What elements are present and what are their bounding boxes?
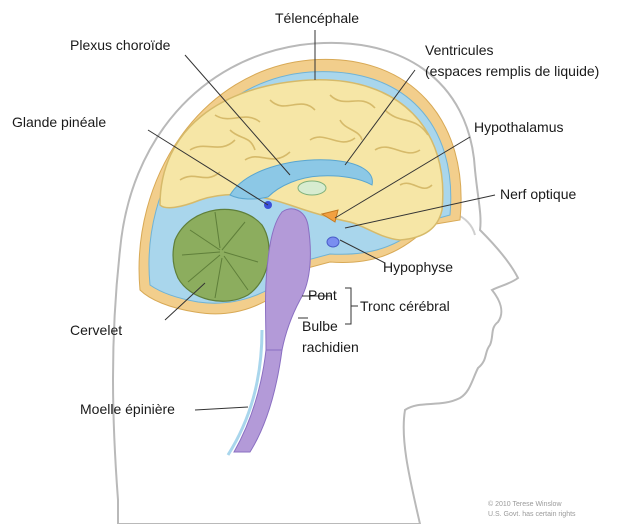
label-tronc-cerebral: Tronc cérébral	[360, 298, 450, 314]
copyright-line1: © 2010 Terese Winslow	[488, 500, 562, 508]
pituitary	[327, 237, 339, 247]
label-moelle-epiniere: Moelle épinière	[80, 401, 175, 417]
label-cervelet: Cervelet	[70, 322, 122, 338]
label-telencephale: Télencéphale	[275, 10, 359, 26]
copyright-line2: U.S. Govt. has certain rights	[488, 511, 576, 518]
label-plexus-choroide: Plexus choroïde	[70, 37, 171, 53]
label-hypothalamus: Hypothalamus	[474, 119, 564, 135]
label-glande-pineale: Glande pinéale	[12, 114, 106, 130]
label-pont: Pont	[308, 287, 337, 303]
label-ventricules-detail: (espaces remplis de liquide)	[425, 63, 599, 79]
label-nerf-optique: Nerf optique	[500, 186, 576, 202]
label-rachidien: rachidien	[302, 339, 359, 355]
label-ventricules: Ventricules	[425, 42, 493, 58]
label-bulbe: Bulbe	[302, 318, 338, 334]
cerebellum	[173, 209, 269, 301]
label-hypophyse: Hypophyse	[383, 259, 453, 275]
third-ventricle	[298, 181, 326, 195]
